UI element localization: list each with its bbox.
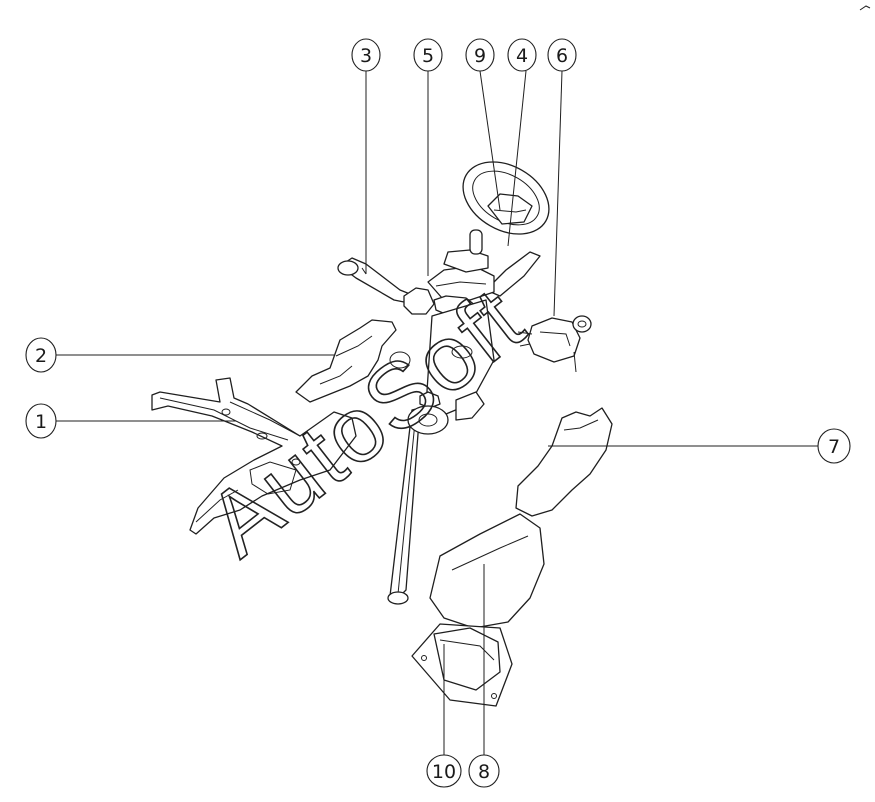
callout-2: 2 — [25, 337, 57, 373]
corner-mark — [859, 5, 871, 11]
callout-label: 1 — [35, 411, 47, 433]
callout-6: 6 — [547, 38, 577, 72]
part-1-dash-bracket — [151, 377, 357, 535]
callout-9: 9 — [465, 38, 495, 72]
part-10-mounting-base — [411, 623, 513, 707]
part-9-steering-wheel — [462, 161, 550, 235]
part-7-upper-boot — [515, 407, 613, 517]
callout-label: 2 — [35, 345, 47, 367]
callout-label: 8 — [478, 761, 490, 783]
callout-5: 5 — [413, 38, 443, 72]
part-2-support-bracket — [295, 319, 397, 403]
steering-column-shaft — [387, 299, 495, 605]
leader-lines — [56, 70, 818, 756]
part-3-switch-stalk — [337, 257, 435, 315]
callout-1: 1 — [25, 403, 57, 439]
callout-4: 4 — [507, 38, 537, 72]
part-4-wiper-stalk — [485, 251, 541, 297]
callout-label: 5 — [422, 45, 434, 67]
part-8-lower-boot — [429, 513, 545, 629]
callout-7: 7 — [817, 428, 851, 464]
callout-label: 10 — [432, 761, 456, 783]
callout-label: 9 — [474, 45, 486, 67]
callout-label: 4 — [516, 45, 528, 67]
callout-label: 3 — [360, 45, 372, 67]
callout-label: 7 — [828, 436, 840, 458]
part-6-lock-module — [517, 315, 592, 373]
callout-3: 3 — [351, 38, 381, 72]
callout-label: 6 — [556, 45, 568, 67]
callout-10: 10 — [426, 754, 462, 788]
callout-8: 8 — [468, 754, 500, 788]
